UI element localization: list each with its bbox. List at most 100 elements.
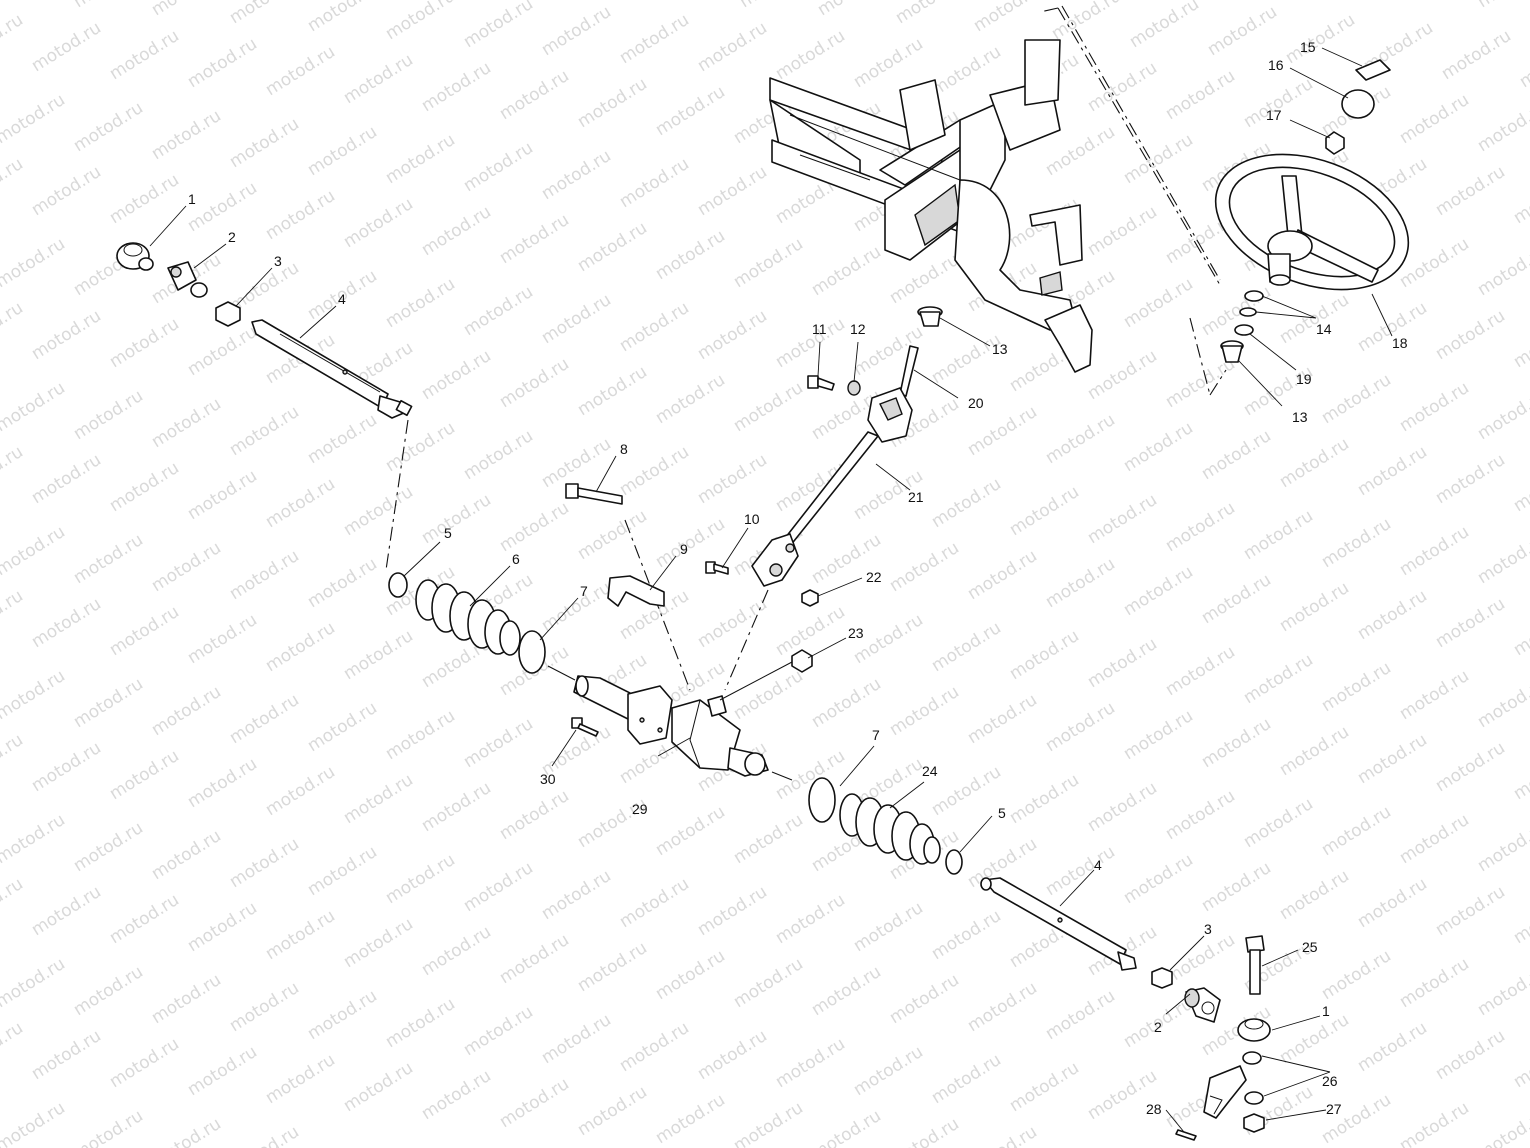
watermark-text: motod.ru <box>460 1002 537 1060</box>
watermark-text: motod.ru <box>304 410 381 468</box>
watermark-text: motod.ru <box>694 1026 771 1084</box>
watermark-text: motod.ru <box>304 842 381 900</box>
watermark-text: motod.ru <box>184 898 261 956</box>
part-3-right-jam-nut <box>1151 967 1173 989</box>
watermark-text: motod.ru <box>1276 1010 1353 1068</box>
steering-wheel-group <box>1214 59 1410 363</box>
watermark-text: motod.ru <box>418 202 495 260</box>
watermark-text: motod.ru <box>652 1090 729 1148</box>
part-2-left-tie-rod-end <box>167 261 208 298</box>
watermark-text: motod.ru <box>1510 746 1530 804</box>
label-13b: 13 <box>1292 409 1308 425</box>
part-1-left-bushing <box>116 242 154 271</box>
label-16: 16 <box>1268 57 1284 73</box>
watermark-text: motod.ru <box>460 426 537 484</box>
watermark-text: motod.ru <box>28 162 105 220</box>
watermark-text: motod.ru <box>460 0 537 52</box>
watermark-text: motod.ru <box>928 330 1005 388</box>
watermark-text: motod.ru <box>1276 290 1353 348</box>
watermark-text: motod.ru <box>28 882 105 940</box>
watermark-text: motod.ru <box>1276 722 1353 780</box>
label-5: 5 <box>444 525 452 541</box>
watermark-text: motod.ru <box>418 346 495 404</box>
watermark-text: motod.ru <box>1006 770 1083 828</box>
part-4-left-tie-rod <box>251 319 413 419</box>
watermark-text: motod.ru <box>1198 570 1275 628</box>
label-20: 20 <box>968 395 984 411</box>
watermark-text: motod.ru <box>0 730 27 788</box>
watermark-text: motod.ru <box>1120 418 1197 476</box>
right-boot-group <box>808 777 963 875</box>
watermark-text: motod.ru <box>1396 810 1473 868</box>
watermark-text: motod.ru <box>184 754 261 812</box>
watermark-text: motod.ru <box>886 682 963 740</box>
watermark-text: motod.ru <box>1474 818 1530 876</box>
watermark-text: motod.ru <box>1510 890 1530 948</box>
watermark-text: motod.ru <box>226 114 303 172</box>
watermark-text: motod.ru <box>1354 874 1431 932</box>
watermark-text: motod.ru <box>886 538 963 596</box>
watermark-text: motod.ru <box>226 834 303 892</box>
watermark-text: motod.ru <box>0 90 69 148</box>
label-4b: 4 <box>1094 857 1102 873</box>
watermark-text: motod.ru <box>148 1114 225 1148</box>
watermark-text: motod.ru <box>70 674 147 732</box>
part-7-left-clamp <box>518 630 546 674</box>
watermark-text: motod.ru <box>0 954 69 1012</box>
watermark-text: motod.ru <box>1432 594 1509 652</box>
watermark-text: motod.ru <box>964 1122 1041 1148</box>
watermark-text: motod.ru <box>496 1074 573 1132</box>
watermark-text: motod.ru <box>574 74 651 132</box>
watermark-text: motod.ru <box>460 138 537 196</box>
watermark-text: motod.ru <box>694 306 771 364</box>
watermark-text: motod.ru <box>1432 1026 1509 1084</box>
watermark-text: motod.ru <box>226 546 303 604</box>
watermark-text: motod.ru <box>808 1106 885 1148</box>
watermark-text: motod.ru <box>928 618 1005 676</box>
watermark-text: motod.ru <box>1204 2 1281 60</box>
watermark-text: motod.ru <box>850 1042 927 1100</box>
label-28: 28 <box>1146 1101 1162 1117</box>
watermark-text: motod.ru <box>1474 98 1530 156</box>
watermark-text: motod.ru <box>652 802 729 860</box>
part-23-nut <box>791 649 813 673</box>
watermark-text: motod.ru <box>1120 562 1197 620</box>
watermark-text: motod.ru <box>106 458 183 516</box>
watermark-text: motod.ru <box>382 418 459 476</box>
label-3b: 3 <box>1204 921 1212 937</box>
watermark-text: motod.ru <box>106 746 183 804</box>
label-18: 18 <box>1392 335 1408 351</box>
watermark-text: motod.ru <box>148 394 225 452</box>
watermark-text: motod.ru <box>1084 346 1161 404</box>
watermark-text: motod.ru <box>0 522 69 580</box>
watermark-text: motod.ru <box>1474 386 1530 444</box>
label-25: 25 <box>1302 939 1318 955</box>
watermark-text: motod.ru <box>652 946 729 1004</box>
watermark-text: motod.ru <box>0 154 27 212</box>
watermark-text: motod.ru <box>1396 0 1473 4</box>
watermark-text: motod.ru <box>964 978 1041 1036</box>
watermark-text: motod.ru <box>106 890 183 948</box>
watermark-text: motod.ru <box>70 0 147 12</box>
watermark-text: motod.ru <box>418 490 495 548</box>
watermark-text: motod.ru <box>460 282 537 340</box>
watermark-text: motod.ru <box>1474 242 1530 300</box>
watermark-text: motod.ru <box>304 986 381 1044</box>
watermark-text: motod.ru <box>70 962 147 1020</box>
watermark-text: motod.ru <box>616 298 693 356</box>
watermark-text: motod.ru <box>1474 962 1530 1020</box>
watermark-text: motod.ru <box>106 602 183 660</box>
watermark-text: motod.ru <box>730 810 807 868</box>
watermark-text: motod.ru <box>1120 274 1197 332</box>
label-7: 7 <box>580 583 588 599</box>
watermark-text: motod.ru <box>928 906 1005 964</box>
label-15: 15 <box>1300 39 1316 55</box>
label-24: 24 <box>922 763 938 779</box>
watermark-text: motod.ru <box>1084 634 1161 692</box>
watermark-text: motod.ru <box>1120 850 1197 908</box>
label-2: 2 <box>228 229 236 245</box>
watermark-text: motod.ru <box>1240 506 1317 564</box>
watermark-text: motod.ru <box>1474 1106 1530 1148</box>
label-3: 3 <box>274 253 282 269</box>
